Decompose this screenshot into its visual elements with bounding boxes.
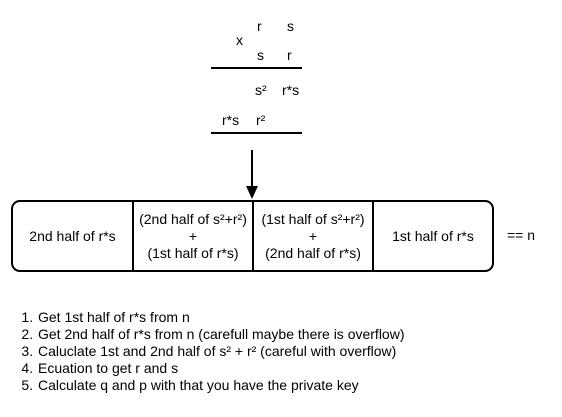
- partial1-a: s²: [255, 82, 267, 98]
- cell-2: (2nd half of s²+r²) + (1st half of r*s): [132, 202, 252, 270]
- cell-2-line-1: (2nd half of s²+r²): [139, 210, 247, 227]
- mult-r1-a: r: [257, 18, 262, 34]
- mult-r1-b: s: [287, 18, 294, 34]
- step-item: Calculate q and p with that you have the…: [37, 377, 404, 394]
- mult-rule-bottom: [211, 132, 302, 134]
- cell-3-line-1: (1st half of s²+r²): [261, 210, 365, 227]
- cell-3-line-2: +: [308, 227, 318, 244]
- steps-list: Get 1st half of r*s from n Get 2nd half …: [18, 309, 404, 394]
- mult-r2-a: s: [257, 47, 264, 63]
- step-item: Get 2nd half of r*s from n (carefull may…: [37, 326, 404, 343]
- step-item: Caluclate 1st and 2nd half of s² + r² (c…: [37, 343, 404, 360]
- step-item: Get 1st half of r*s from n: [37, 309, 404, 326]
- cell-3-line-3: (2nd half of r*s): [265, 244, 361, 261]
- step-item: Ecuation to get r and s: [37, 360, 404, 377]
- partial2-a: r*s: [222, 112, 240, 128]
- mult-rule-top: [211, 67, 302, 69]
- cell-2-line-3: (1st half of r*s): [147, 244, 239, 261]
- cell-2-line-2: +: [188, 227, 198, 244]
- times-sign: x: [236, 32, 243, 48]
- partial1-b: r*s: [282, 82, 300, 98]
- down-arrow-icon: [246, 150, 258, 199]
- partial2-b: r²: [256, 112, 266, 128]
- cell-4: 1st half of r*s: [372, 202, 492, 270]
- bytes-row: 2nd half of r*s (2nd half of s²+r²) + (1…: [11, 200, 494, 272]
- cell-1: 2nd half of r*s: [13, 202, 132, 270]
- cell-3: (1st half of s²+r²) + (2nd half of r*s): [252, 202, 372, 270]
- cell-4-line-1: 1st half of r*s: [392, 227, 474, 244]
- mult-r2-b: r: [287, 47, 292, 63]
- equals-label: == n: [507, 227, 536, 243]
- cell-1-line-1: 2nd half of r*s: [29, 227, 116, 244]
